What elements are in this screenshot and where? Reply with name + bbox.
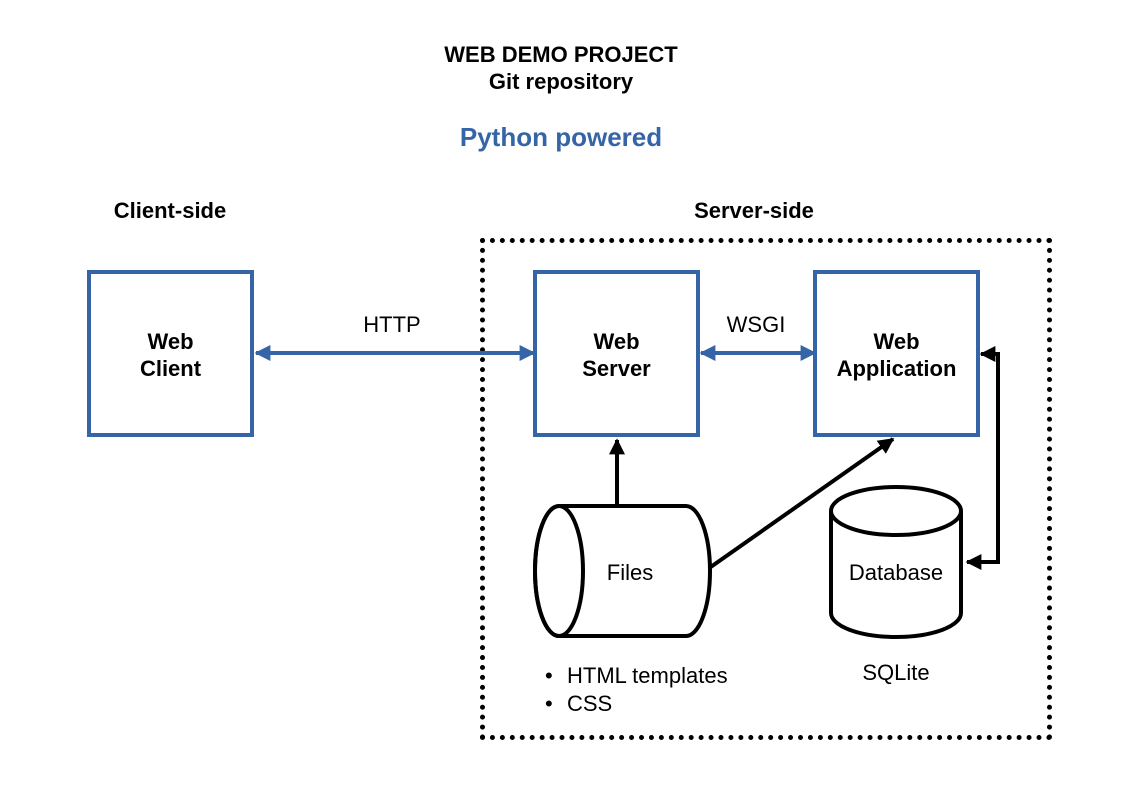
diagram-title: WEB DEMO PROJECT (444, 42, 678, 67)
database-label: Database (848, 560, 944, 585)
database-caption: SQLite (862, 660, 930, 685)
tagline: Python powered (459, 122, 663, 152)
web-server-label-line2: Server (582, 356, 651, 381)
http-label: HTTP (363, 312, 421, 337)
web-server-node: Web Server (533, 270, 700, 437)
server-side-boundary (480, 238, 1052, 740)
list-item: HTML templates (545, 662, 728, 690)
wsgi-label: WSGI (726, 312, 786, 337)
web-application-node: Web Application (813, 270, 980, 437)
files-label: Files (606, 560, 654, 585)
web-client-label-line2: Client (139, 356, 202, 381)
files-to-application-edge (703, 437, 895, 573)
web-server-label-line1: Web (593, 329, 640, 354)
list-item: CSS (545, 690, 728, 718)
diagram-subtitle: Git repository (488, 69, 634, 94)
database-application-edge (965, 346, 1000, 570)
web-client-label-line1: Web (147, 329, 194, 354)
database-cylinder-shape (829, 485, 963, 639)
files-cylinder-shape (533, 504, 712, 638)
server-side-heading: Server-side (694, 198, 814, 223)
web-client-node: Web Client (87, 270, 254, 437)
client-side-heading: Client-side (113, 198, 227, 223)
files-contents-list: HTML templates CSS (545, 662, 728, 718)
web-application-label-line2: Application (836, 356, 957, 381)
web-application-label-line1: Web (873, 329, 920, 354)
